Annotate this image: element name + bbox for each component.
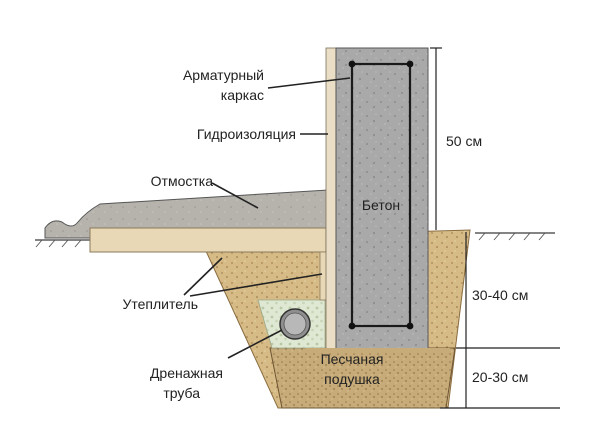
leader-drain (227, 329, 283, 359)
footing-base (306, 348, 450, 352)
label-insulation: Утеплитель (122, 296, 198, 312)
label-rebar-line2: каркас (221, 87, 264, 103)
waterproofing-strip (325, 47, 337, 351)
leader-insulation-2 (189, 273, 323, 297)
label-concrete: Бетон (362, 197, 400, 213)
leader-insulation-1 (183, 257, 223, 296)
drain-pipe-bore (283, 312, 307, 336)
insulation-layer (89, 227, 327, 253)
label-sand-line2: подушка (324, 371, 380, 387)
label-sand-line1: Песчаная (321, 351, 384, 367)
blind-area-slab (44, 189, 329, 239)
dimension-label-20-30: 20-30 см (472, 369, 528, 385)
dimension-label-30-40: 30-40 см (472, 287, 528, 303)
rebar-dots (348, 60, 414, 330)
dimension-sand (440, 348, 560, 409)
dimension-height-above (430, 47, 442, 230)
label-blind-area: Отмостка (151, 173, 214, 189)
dimension-gravel (456, 232, 560, 349)
leader-rebar (267, 77, 351, 89)
label-drain-line2: труба (163, 385, 200, 401)
rebar-cage (350, 62, 412, 328)
label-rebar-line1: Арматурный (183, 67, 264, 83)
ground-hatch-right (478, 232, 546, 241)
leader-blind-area (211, 182, 259, 209)
label-waterproofing: Гидроизоляция (197, 126, 296, 142)
dimension-label-50: 50 см (446, 133, 482, 149)
ground-hatch-left (35, 239, 82, 248)
label-drain-line1: Дренажная (150, 365, 223, 381)
